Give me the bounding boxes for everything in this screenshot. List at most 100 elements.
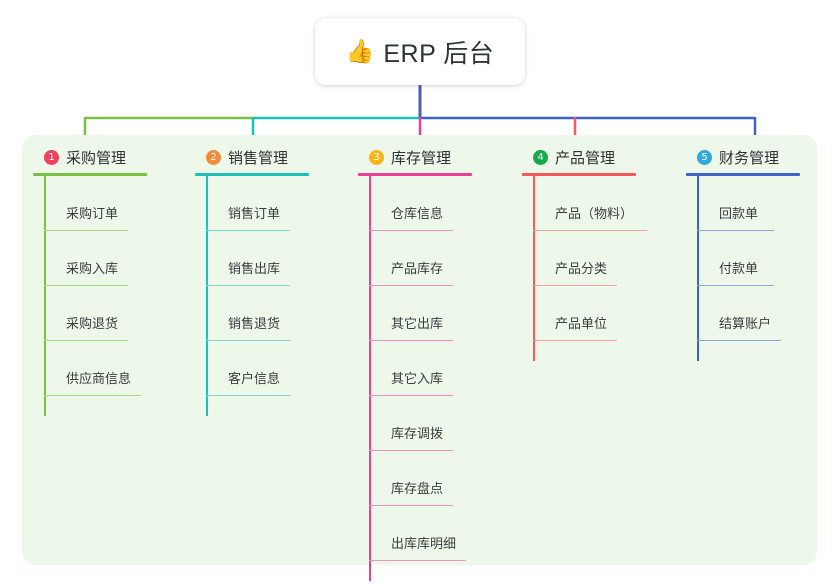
branch-number-badge: 1 [44,149,59,165]
branch-header-2[interactable]: 2 销售管理 [195,146,309,168]
branch-number-badge: 3 [369,149,384,165]
branch-item-label: 供应商信息 [66,371,132,386]
branch-item-label: 产品分类 [555,261,608,276]
branch-item-label: 仓库信息 [391,206,444,221]
branch-item-label: 结算账户 [719,316,772,331]
branch-title: 库存管理 [391,149,452,167]
branch-item[interactable]: 产品库存 [369,231,472,286]
branch-header-rule [686,173,800,176]
branch-item-label: 出库库明细 [391,536,457,551]
branch-number-badge: 5 [697,149,712,165]
branch-item-label: 库存调拨 [391,426,444,441]
branch-item-list: 采购订单采购入库采购退货供应商信息 [33,176,147,416]
branch-item-label: 产品单位 [555,316,608,331]
branch-item-rule [533,229,647,231]
branch-item-rule [206,339,290,341]
branch-item[interactable]: 产品单位 [533,286,636,341]
branch-item[interactable]: 付款单 [697,231,800,286]
branch-item-label: 库存盘点 [391,481,444,496]
branch-item-rule [44,394,141,396]
branch-item-label: 客户信息 [228,371,281,386]
branch-spine [44,176,46,416]
branch-item-rule [369,559,466,561]
root-node-content: 👍 ERP 后台 [346,34,495,70]
branch-item-rule [206,284,290,286]
branch-number-badge: 4 [533,149,548,165]
branch-column-5: 5 财务管理回款单付款单结算账户 [686,146,800,361]
branch-item-label: 付款单 [719,261,759,276]
branch-item-rule [206,229,290,231]
branch-item[interactable]: 销售订单 [206,176,309,231]
branch-item[interactable]: 库存调拨 [369,396,472,451]
branch-header-1[interactable]: 1 采购管理 [33,146,147,168]
branch-spine [369,176,371,581]
branch-header-rule [522,173,636,176]
branch-item-label: 采购入库 [66,261,119,276]
branch-item[interactable]: 其它入库 [369,341,472,396]
root-node[interactable]: 👍 ERP 后台 [315,18,525,85]
branch-item[interactable]: 其它出库 [369,286,472,341]
branch-item-label: 采购退货 [66,316,119,331]
branch-item-label: 销售退货 [228,316,281,331]
branch-item-list: 回款单付款单结算账户 [686,176,800,361]
branch-item[interactable]: 出库库明细 [369,506,472,561]
branch-item[interactable]: 销售退货 [206,286,309,341]
branch-item[interactable]: 采购退货 [44,286,147,341]
thumbs-up-icon: 👍 [345,38,375,64]
branch-item-label: 采购订单 [66,206,119,221]
branch-column-1: 1 采购管理采购订单采购入库采购退货供应商信息 [33,146,147,416]
branch-item-rule [697,339,781,341]
branch-item[interactable]: 采购入库 [44,231,147,286]
branch-header-rule [358,173,472,176]
branch-item-label: 销售出库 [228,261,281,276]
branch-spine [533,176,535,361]
branch-title: 销售管理 [228,149,289,167]
branch-header-5[interactable]: 5 财务管理 [686,146,800,168]
branch-item-rule [533,339,617,341]
branch-item-list: 产品（物料） 产品分类产品单位 [522,176,647,361]
branch-item-rule [206,394,290,396]
branch-item[interactable]: 客户信息 [206,341,309,396]
branch-item[interactable]: 库存盘点 [369,451,472,506]
branch-item-label: 销售订单 [228,206,281,221]
branch-header-rule [33,173,147,176]
branch-item-label: 产品库存 [391,261,444,276]
branch-header-rule [195,173,309,176]
branch-title: 财务管理 [719,149,780,167]
branch-item-label: 其它入库 [391,371,444,386]
branch-column-2: 2 销售管理销售订单销售出库销售退货客户信息 [195,146,309,416]
branch-title: 采购管理 [66,149,127,167]
branch-title: 产品管理 [555,149,616,167]
branch-item-rule [369,284,453,286]
mindmap-panel [22,135,817,565]
root-node-label: ERP 后台 [383,39,495,68]
branch-item[interactable]: 仓库信息 [369,176,472,231]
branch-item-rule [697,229,774,231]
branch-item-rule [369,449,453,451]
branch-item-rule [369,229,453,231]
branch-item-rule [369,394,453,396]
branch-item[interactable]: 结算账户 [697,286,800,341]
branch-item-label: 其它出库 [391,316,444,331]
branch-item[interactable]: 供应商信息 [44,341,147,396]
branch-item-label: 回款单 [719,206,759,221]
branch-item-rule [369,339,453,341]
branch-spine [206,176,208,416]
branch-item[interactable]: 产品分类 [533,231,636,286]
branch-item[interactable]: 回款单 [697,176,800,231]
branch-header-3[interactable]: 3 库存管理 [358,146,472,168]
branch-item-list: 销售订单销售出库销售退货客户信息 [195,176,309,416]
branch-number-badge: 2 [206,149,221,165]
branch-header-4[interactable]: 4 产品管理 [522,146,636,168]
branch-item-rule [533,284,617,286]
branch-item-label: 产品（物料） [555,206,634,221]
branch-item-rule [44,284,128,286]
branch-spine [697,176,699,361]
branch-item-rule [44,339,128,341]
branch-item[interactable]: 销售出库 [206,231,309,286]
branch-item-rule [697,284,774,286]
branch-item[interactable]: 采购订单 [44,176,147,231]
branch-item-rule [369,504,453,506]
branch-item-list: 仓库信息产品库存其它出库其它入库库存调拨库存盘点出库库明细 [358,176,472,581]
branch-item[interactable]: 产品（物料） [533,176,647,231]
